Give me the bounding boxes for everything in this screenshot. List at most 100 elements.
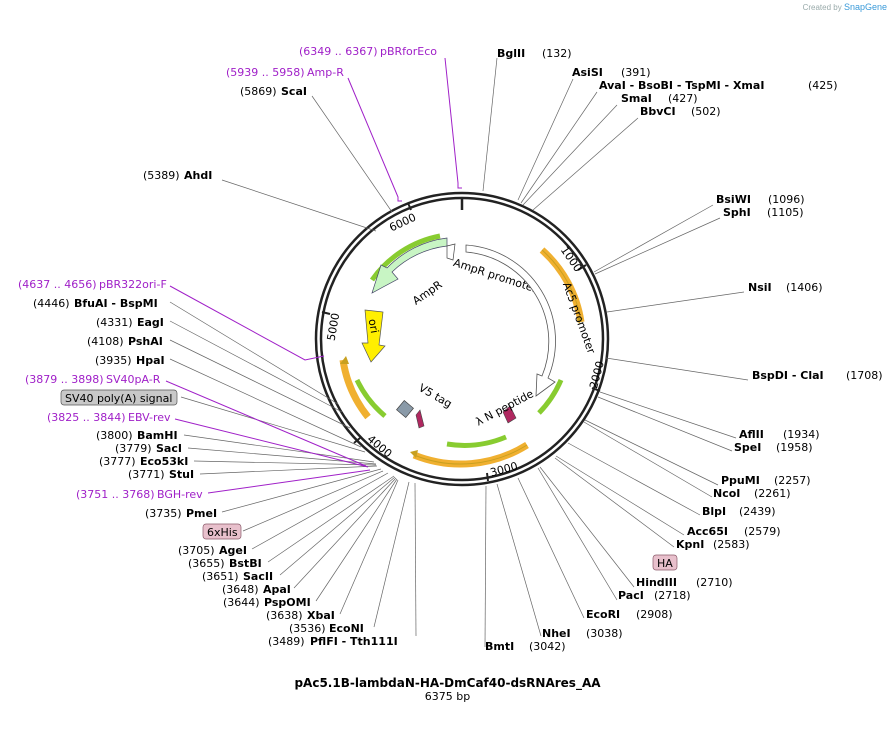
primer-name-amp-r: Amp-R [307, 66, 344, 79]
site-name-econi: EcoNI [329, 622, 364, 635]
lambda-n-marker [502, 405, 517, 424]
site-name-blpi: BlpI [702, 505, 726, 518]
site-pos-bmti: (3042) [529, 640, 566, 653]
site-name-hpai: HpaI [136, 354, 165, 367]
site-pos-ahdi: (5389) [143, 169, 180, 182]
line-stui [199, 465, 378, 475]
site-pos-sacii: (3651) [202, 570, 239, 583]
line-kpni [554, 457, 675, 548]
line-bfuai [169, 301, 339, 405]
primer-range-pbrforeco: (6349 .. 6367) [299, 45, 378, 58]
site-name-xbai: XbaI [307, 609, 335, 622]
site-pos-bglii: (132) [542, 47, 572, 60]
line-apai [293, 477, 397, 589]
site-pos-eagi: (4331) [96, 316, 133, 329]
site-pos-smai: (427) [668, 92, 698, 105]
line-agei [251, 472, 389, 550]
primer-labels: (6349 .. 6367) pBRforEco (5939 .. 5958) … [18, 45, 437, 501]
line-smai [522, 104, 618, 206]
site-name-smai: SmaI [621, 92, 652, 105]
site-name-ncoi: NcoI [713, 487, 740, 500]
site-pos-stui: (3771) [128, 468, 165, 481]
plasmid-name: pAc5.1B-lambdaN-HA-DmCaf40-dsRNAres_AA [294, 676, 601, 690]
ampr-promoter-block [446, 243, 456, 261]
tick-4000 [353, 437, 361, 444]
line-eco53ki [193, 460, 377, 466]
primer-range-bgh: (3751 .. 3768) [76, 488, 155, 501]
feature-ampr: AmpR [410, 278, 445, 308]
line-sv40 [180, 396, 366, 453]
site-pos-ecori: (2908) [636, 608, 673, 621]
site-pos-avai: (425) [808, 79, 838, 92]
v5-tag-box [396, 400, 414, 418]
site-pos-pmei: (3735) [145, 507, 182, 520]
line-ppumi [584, 419, 719, 486]
site-pos-bbvci: (502) [691, 105, 721, 118]
line-bstbi [267, 475, 395, 563]
primer-lines [165, 57, 462, 494]
site-pos-clai: (1708) [846, 369, 883, 382]
feature-label-ha: HA [657, 557, 673, 570]
site-pos-hpai: (3935) [95, 354, 132, 367]
line-hpai [169, 358, 362, 448]
site-name-pflfi: PflFI - Tth111I [310, 635, 398, 648]
tick-1000 [577, 264, 587, 271]
snapgene-brand: SnapGene [843, 2, 887, 12]
site-pos-kpni: (2583) [713, 538, 750, 551]
orf-arc-left-head [340, 356, 349, 364]
green-arc-left [354, 378, 387, 418]
site-pos-xbai: (3638) [266, 609, 303, 622]
snapgene-credit: Created by SnapGene [803, 2, 887, 12]
tick-2000 [591, 387, 601, 392]
site-pos-pspomi: (3644) [223, 596, 260, 609]
site-pos-apai: (3648) [222, 583, 259, 596]
site-pos-paci: (2718) [654, 589, 691, 602]
site-pos-bstbi: (3655) [188, 557, 225, 570]
line-bmti [484, 485, 487, 648]
site-pos-nsii: (1406) [786, 281, 823, 294]
site-name-pmei: PmeI [186, 507, 217, 520]
site-pos-scai: (5869) [240, 85, 277, 98]
tick-label-5000: 5000 [325, 312, 343, 342]
site-pos-blpi: (2439) [739, 505, 776, 518]
site-name-saci: SacI [156, 442, 182, 455]
backbone-outer [314, 191, 610, 487]
site-name-eco53ki: Eco53kI [140, 455, 188, 468]
site-name-ppumi: PpuMI [721, 474, 760, 487]
line-bamhi [183, 434, 375, 463]
site-name-clai: BspDI - ClaI [752, 369, 824, 382]
line-aflii [599, 391, 737, 439]
primer-name-pbrforeco: pBRforEco [380, 45, 437, 58]
site-pos-bamhi: (3800) [96, 429, 133, 442]
line-paci [537, 467, 618, 601]
primer-line-ebv [174, 418, 369, 468]
feature-v5-tag: V5 tag [416, 381, 454, 410]
site-pos-agei: (3705) [178, 544, 215, 557]
site-name-spei: SpeI [734, 441, 761, 454]
primer-name-ebv: EBV-rev [128, 411, 171, 424]
primer-name-bgh: BGH-rev [157, 488, 203, 501]
site-name-acc65i: Acc65I [687, 525, 728, 538]
orf-arc-right-head [577, 317, 583, 324]
site-pos-pshai: (4108) [87, 335, 124, 348]
site-name-sacii: SacII [243, 570, 273, 583]
line-sphi [594, 217, 721, 275]
primer-line-amp-r [347, 77, 402, 202]
site-name-bsiwi: BsiWI [716, 193, 751, 206]
line-clai [605, 357, 749, 381]
line-bglii [482, 57, 498, 192]
line-econi [373, 481, 410, 628]
line-asisi [517, 78, 574, 201]
site-name-bmti: BmtI [485, 640, 514, 653]
primer-line-pbr322ori [169, 285, 325, 361]
line-blpi [567, 442, 701, 516]
site-name-ecori: EcoRI [586, 608, 620, 621]
site-pos-econi: (3536) [289, 622, 326, 635]
site-name-bbvci: BbvCI [640, 105, 676, 118]
orf-arc-left [339, 359, 371, 420]
site-name-bfuai: BfuAI - BspMI [74, 297, 158, 310]
line-eagi [169, 320, 343, 413]
site-pos-bfuai: (4446) [33, 297, 70, 310]
site-pos-acc65i: (2579) [744, 525, 781, 538]
ampr-arrow [371, 237, 448, 294]
